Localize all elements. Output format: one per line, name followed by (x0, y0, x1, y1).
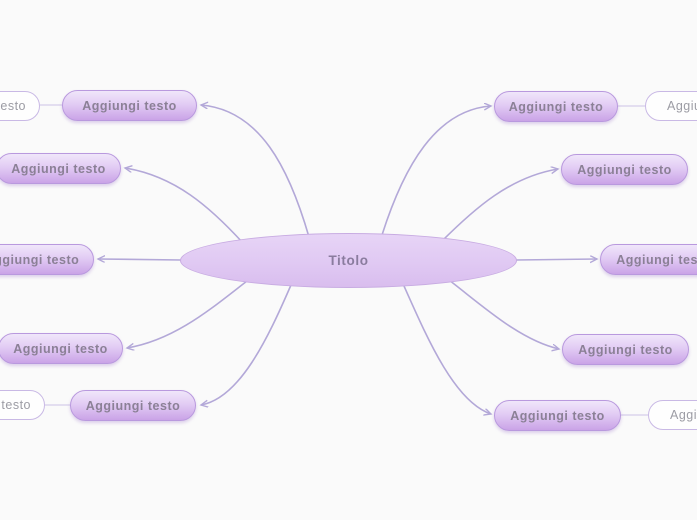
branch-node-right-1[interactable]: Aggiungi testo (494, 91, 618, 122)
root-topic[interactable]: Titolo (180, 233, 517, 288)
ghost-node-left-5[interactable]: Aggiungi testo (0, 390, 45, 420)
branch-node-left-4[interactable]: Aggiungi testo (0, 333, 123, 364)
ghost-node-left-1[interactable]: Aggiungi testo (0, 91, 40, 121)
branch-node-right-4[interactable]: Aggiungi testo (562, 334, 689, 365)
ghost-node-right-1[interactable]: Aggiungi testo (645, 91, 697, 121)
branch-node-left-2[interactable]: Aggiungi testo (0, 153, 121, 184)
ghost-node-right-5[interactable]: Aggiungi testo (648, 400, 697, 430)
branch-node-left-3[interactable]: Aggiungi testo (0, 244, 94, 275)
branch-node-right-2[interactable]: Aggiungi testo (561, 154, 688, 185)
branch-node-right-5[interactable]: Aggiungi testo (494, 400, 621, 431)
branch-node-left-5[interactable]: Aggiungi testo (70, 390, 196, 421)
branch-node-left-1[interactable]: Aggiungi testo (62, 90, 197, 121)
branch-node-right-3[interactable]: Aggiungi testo (600, 244, 697, 275)
